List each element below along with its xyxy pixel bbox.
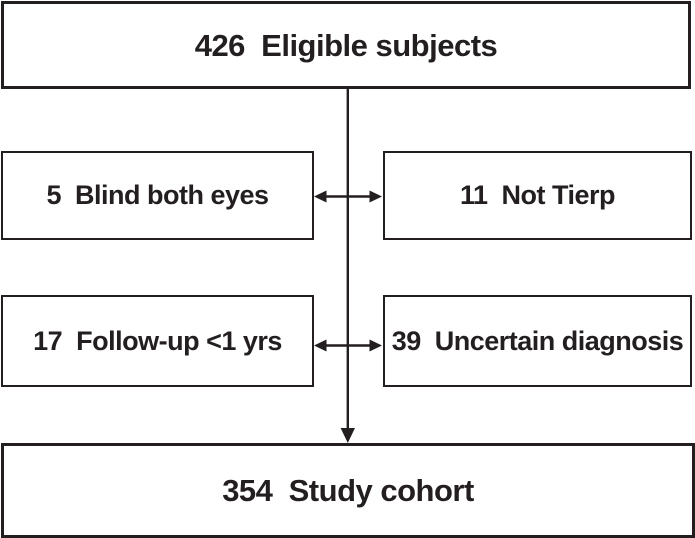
flow-box-eligible-subjects: 426 Eligible subjects: [1, 1, 691, 89]
flow-box-followup-less-1yr-label: 17 Follow-up <1 yrs: [33, 325, 282, 356]
arrowhead-right-icon: [369, 190, 382, 203]
flow-box-study-cohort-label: 354 Study cohort: [222, 473, 474, 508]
flow-box-not-tierp: 11 Not Tierp: [383, 151, 692, 240]
flow-box-study-cohort: 354 Study cohort: [1, 443, 695, 538]
arrowhead-down-icon: [340, 428, 355, 443]
arrowhead-left-icon: [314, 339, 327, 352]
connector-row1-double-arrow: [314, 190, 382, 203]
flow-box-eligible-subjects-label: 426 Eligible subjects: [194, 27, 498, 63]
flow-box-not-tierp-label: 11 Not Tierp: [459, 180, 616, 210]
arrowhead-right-icon: [369, 339, 382, 352]
arrowhead-left-icon: [314, 190, 327, 203]
connector-row2-double-arrow: [314, 339, 382, 352]
flow-box-blind-both-eyes: 5 Blind both eyes: [1, 151, 314, 240]
flow-box-blind-both-eyes-label: 5 Blind both eyes: [46, 180, 269, 210]
connector-eligible-to-cohort: [340, 89, 355, 443]
flow-box-uncertain-diagnosis: 39 Uncertain diagnosis: [383, 295, 692, 387]
flow-box-uncertain-diagnosis-label: 39 Uncertain diagnosis: [391, 325, 684, 356]
flow-box-followup-less-1yr: 17 Follow-up <1 yrs: [1, 295, 314, 387]
